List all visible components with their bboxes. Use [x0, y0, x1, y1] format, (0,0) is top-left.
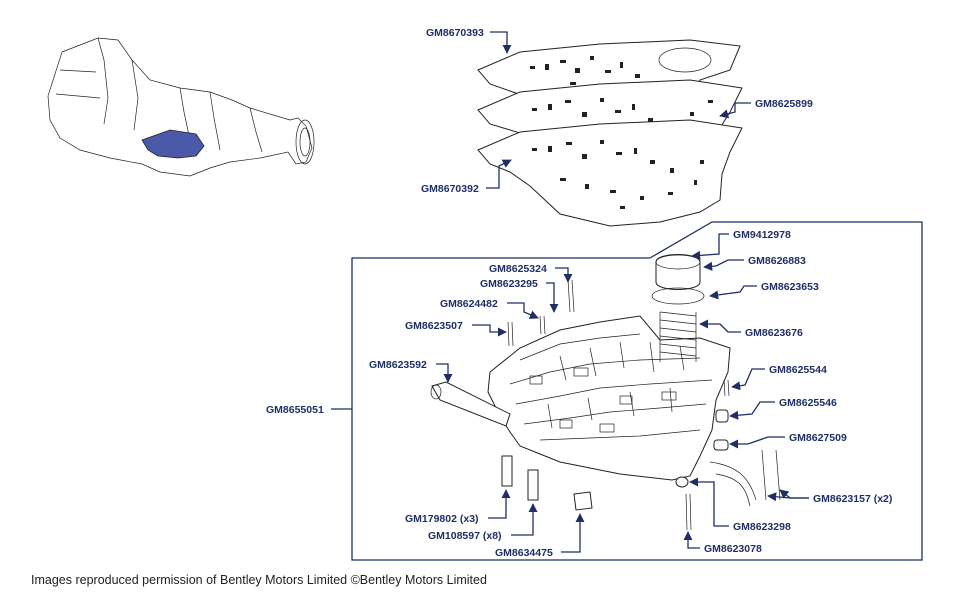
svg-text:GM8634475: GM8634475: [495, 547, 553, 559]
svg-text:GM8627509: GM8627509: [789, 432, 847, 444]
callout-gm8623295: GM8623295: [480, 278, 559, 313]
svg-text:GM8623157 (x2): GM8623157 (x2): [813, 493, 892, 505]
callout-gm8625546: GM8625546: [729, 397, 837, 420]
callout-gm8625544: GM8625544: [731, 364, 827, 391]
svg-text:GM8625324: GM8625324: [489, 263, 547, 275]
image-credit: Images reproduced permission of Bentley …: [31, 573, 487, 587]
valve-body-drawing: [430, 254, 781, 531]
callout-gasket-bot: GM8670392: [421, 159, 512, 195]
svg-text:GM179802 (x3): GM179802 (x3): [405, 513, 479, 525]
callout-gm8623078: GM8623078: [683, 531, 762, 555]
svg-text:GM8655051: GM8655051: [266, 404, 324, 416]
svg-text:GM8623298: GM8623298: [733, 521, 791, 533]
callout-gm8623298: GM8623298: [689, 477, 791, 533]
svg-text:GM8625546: GM8625546: [779, 397, 837, 409]
callout-gm8634475: GM8634475: [495, 513, 585, 559]
svg-text:GM8623676: GM8623676: [745, 327, 803, 339]
svg-text:GM8623592: GM8623592: [369, 359, 427, 371]
separator-plate-bottom: [477, 119, 743, 227]
svg-text:GM8624482: GM8624482: [440, 298, 498, 310]
callouts: GM8670393 GM8625899 GM8670392 GM8655051 …: [266, 27, 892, 559]
callout-gm179802: GM179802 (x3): [405, 489, 511, 525]
svg-text:GM8623078: GM8623078: [704, 543, 762, 555]
svg-text:GM8623295: GM8623295: [480, 278, 538, 290]
valve-body-frame: [351, 221, 923, 561]
callout-gasket-top: GM8670393: [426, 27, 512, 54]
callout-gm8627509: GM8627509: [729, 432, 847, 449]
transmission-overview-drawing: [47, 37, 315, 177]
svg-text:GM9412978: GM9412978: [733, 229, 791, 241]
svg-text:GM108597 (x8): GM108597 (x8): [428, 530, 502, 542]
callout-gm8623507: GM8623507: [405, 320, 507, 337]
svg-text:GM8625899: GM8625899: [755, 98, 813, 110]
callout-gm8625324: GM8625324: [489, 263, 573, 283]
svg-text:GM8670392: GM8670392: [421, 183, 479, 195]
callout-gasket-mid: GM8625899: [719, 98, 813, 119]
valve-body-highlight: [141, 129, 205, 159]
callout-gm108597: GM108597 (x8): [428, 503, 538, 542]
separator-plate-stack: [477, 39, 743, 227]
svg-text:GM8623653: GM8623653: [761, 281, 819, 293]
callout-gm8626883: GM8626883: [703, 255, 806, 271]
callout-gm8624482: GM8624482: [440, 298, 539, 319]
callout-gm8623653: GM8623653: [709, 281, 819, 300]
callout-gm8623157: GM8623157 (x2): [767, 489, 892, 505]
svg-text:GM8670393: GM8670393: [426, 27, 484, 39]
callout-gm8623676: GM8623676: [699, 319, 803, 339]
svg-text:GM8625544: GM8625544: [769, 364, 827, 376]
svg-text:GM8626883: GM8626883: [748, 255, 806, 267]
callout-gm8623592: GM8623592: [369, 359, 453, 383]
callout-valve-body: GM8655051: [266, 404, 352, 416]
callout-gm9412978: GM9412978: [691, 229, 791, 260]
svg-text:GM8623507: GM8623507: [405, 320, 463, 332]
